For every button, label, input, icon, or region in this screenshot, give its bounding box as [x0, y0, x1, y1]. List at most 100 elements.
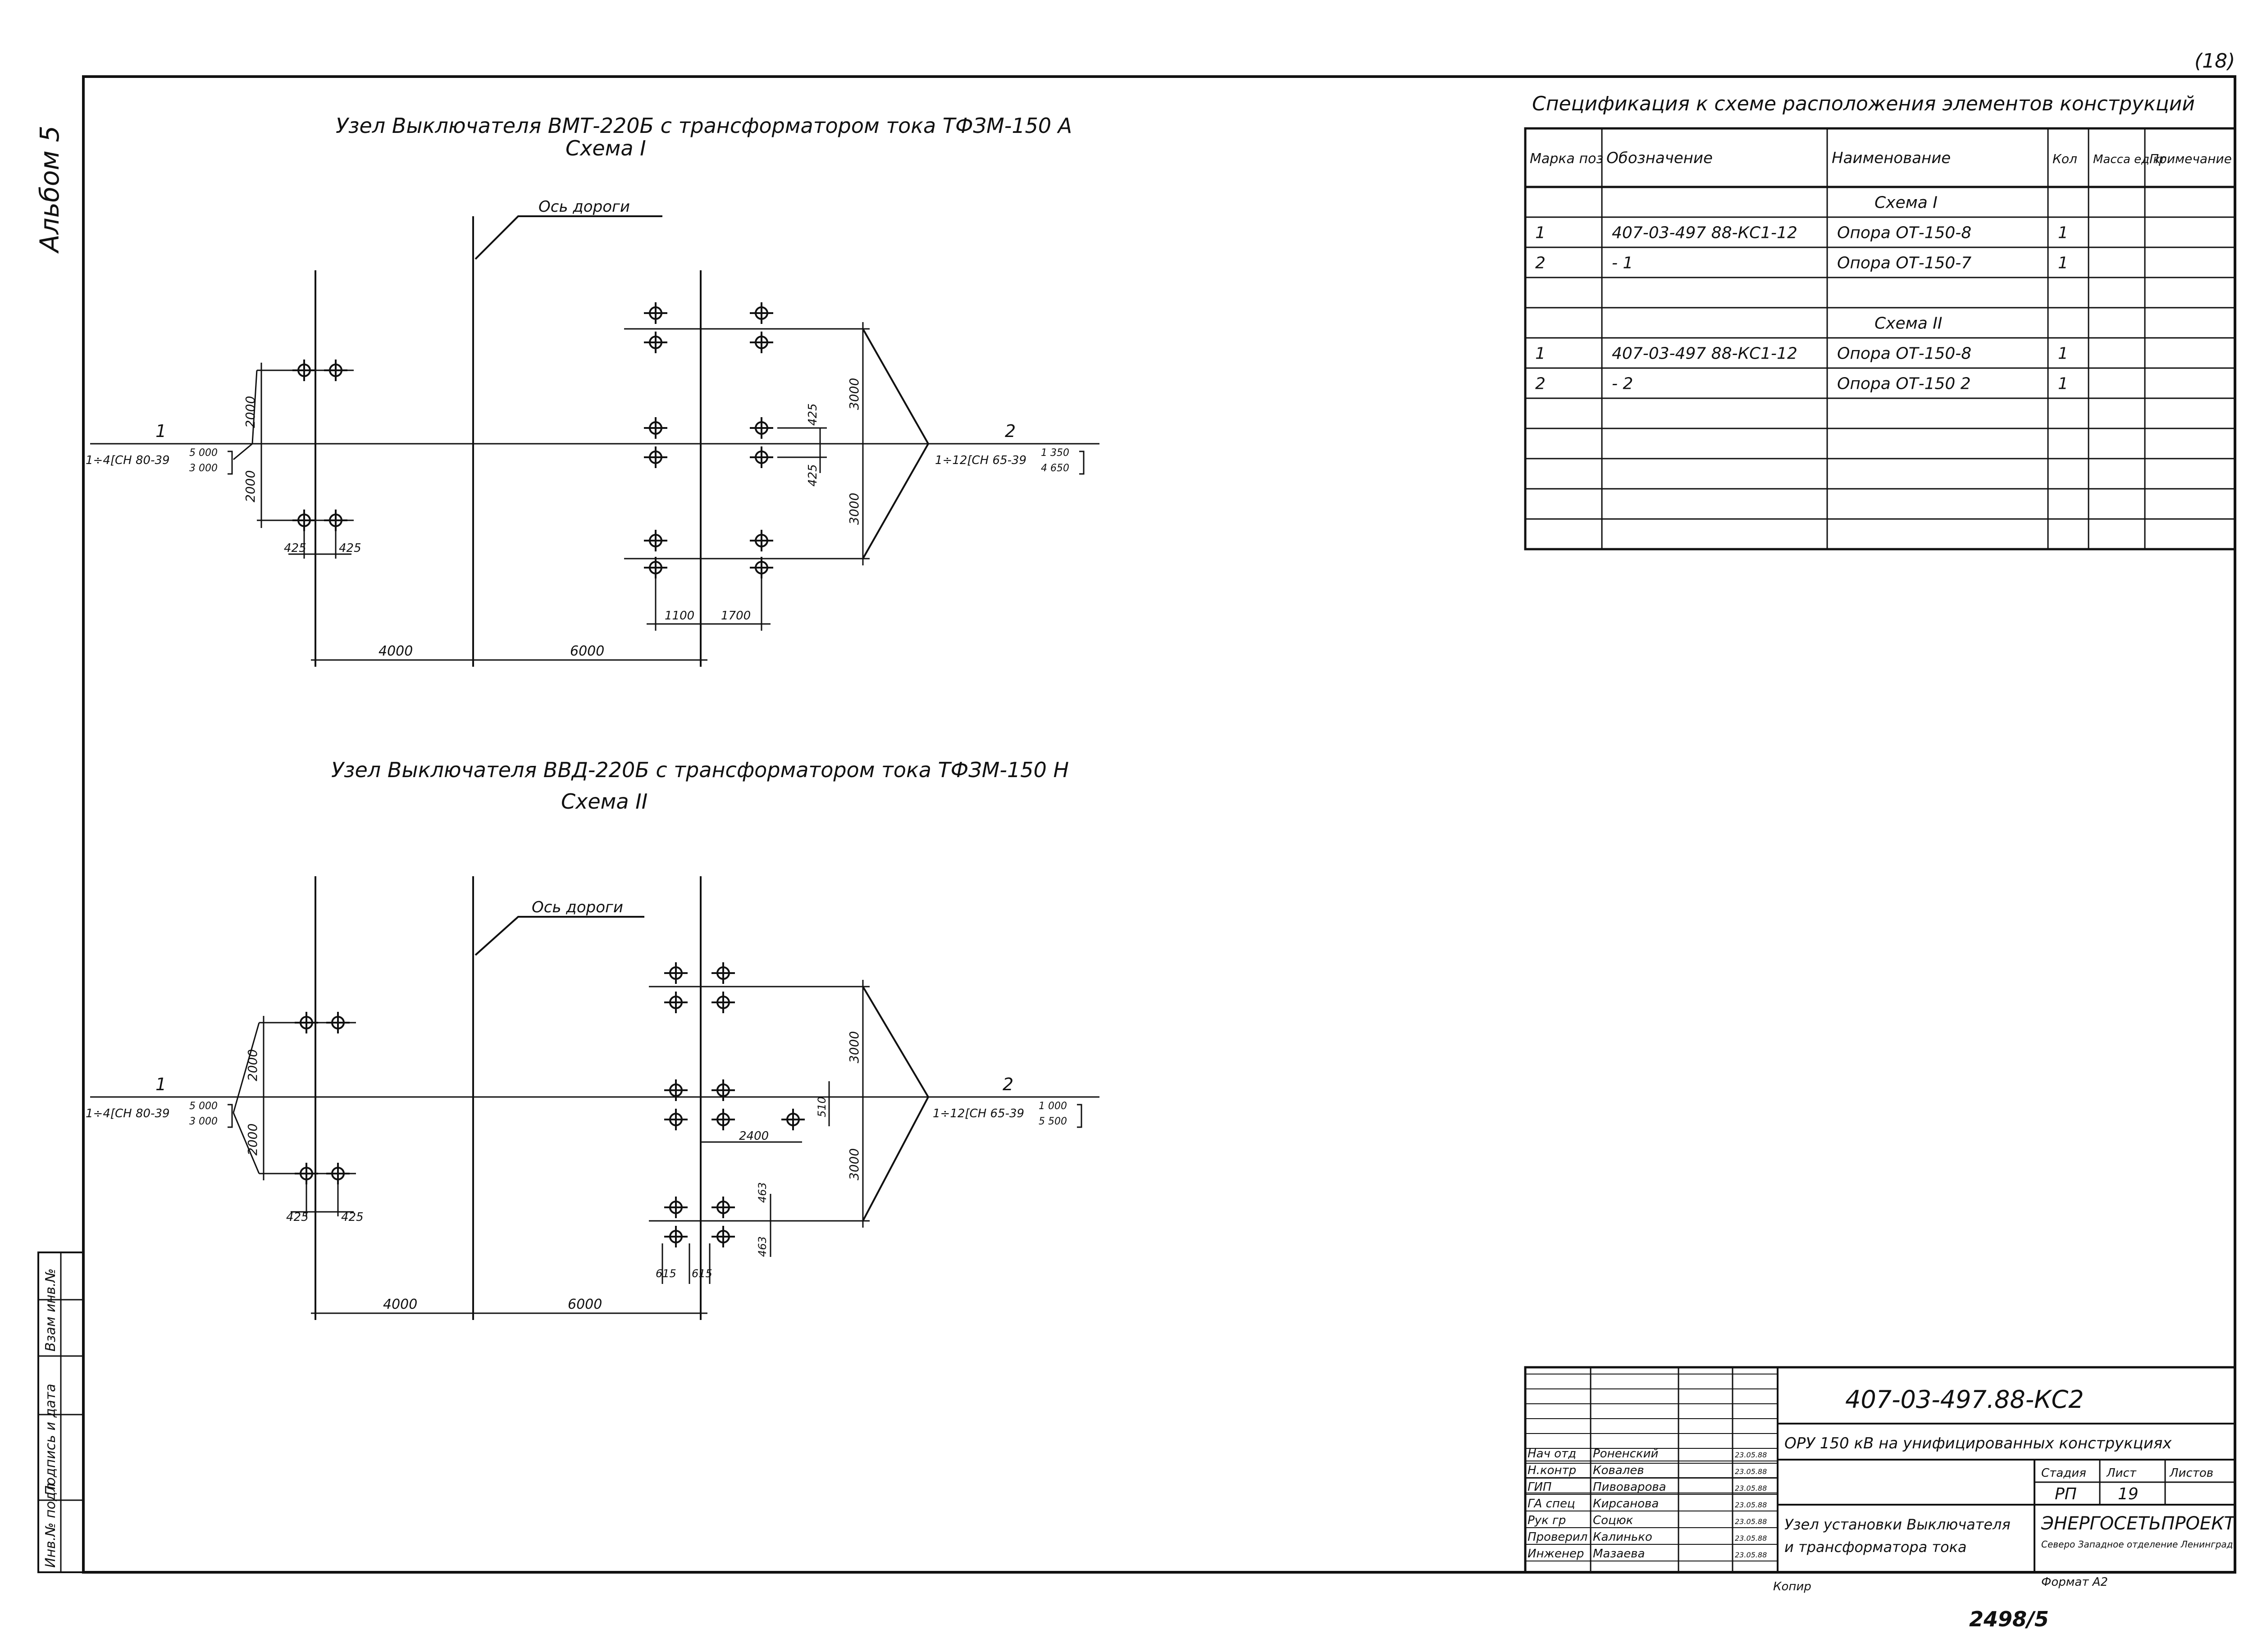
- mark-number: 2: [1005, 421, 1016, 441]
- drawing-frame: [82, 75, 2236, 1574]
- sheet-mark: (18): [2194, 50, 2235, 73]
- support-marker: [750, 417, 773, 439]
- support-marker: [711, 962, 735, 984]
- support-marker: [664, 962, 688, 984]
- mark-elev-bot: 5 500: [1039, 1116, 1067, 1127]
- support-marker: [711, 1226, 735, 1247]
- dim-text: 425: [339, 542, 361, 555]
- stamp-person: Соцюк: [1593, 1514, 1633, 1527]
- dim-text: 425: [341, 1211, 364, 1224]
- dim-text: 3000: [847, 1148, 862, 1180]
- spec-cell: 1: [2058, 375, 2068, 393]
- road-axis-label: Ось дороги: [532, 898, 623, 916]
- stamp-date: 23.05.88: [1735, 1451, 1767, 1459]
- spec-cell: 1: [1535, 224, 1546, 242]
- dim-text: 425: [806, 464, 820, 487]
- stamp-sheet-label: Лист: [2106, 1466, 2137, 1480]
- support-marker: [750, 302, 773, 324]
- spec-cell: 2: [1535, 254, 1546, 273]
- stamp-role: Проверил: [1528, 1530, 1587, 1544]
- mark-number: 2: [1003, 1074, 1013, 1094]
- stamp-role: Нач отд: [1528, 1447, 1576, 1461]
- support-marker: [781, 1109, 805, 1130]
- road-axis-label: Ось дороги: [538, 198, 630, 216]
- stamp-org: ЭНЕРГОСЕТЬПРОЕКТ: [2041, 1513, 2237, 1534]
- stamp-person: Кирсанова: [1593, 1497, 1659, 1511]
- spec-cell: 407-03-497 88-КС1-12: [1612, 224, 1797, 242]
- dim-text: 6000: [568, 1297, 602, 1312]
- scheme-1: Узел Выключателя ВМТ-220Б с трансформато…: [86, 114, 1099, 667]
- support-group-right: [644, 302, 773, 578]
- spec-cell: Опора ОТ-150 2: [1837, 375, 1971, 393]
- spec-cell: 407-03-497 88-КС1-12: [1612, 345, 1797, 363]
- support-marker: [711, 1109, 735, 1130]
- spec-header-cell: Марка поз: [1530, 151, 1603, 167]
- support-marker: [664, 1226, 688, 1247]
- stamp-person: Калинько: [1593, 1530, 1652, 1544]
- mark-elev-bot: 4 650: [1041, 463, 1069, 474]
- mark-elev-top: 1 350: [1041, 447, 1069, 459]
- scheme-2-subtitle: Схема II: [561, 789, 648, 814]
- support-marker: [750, 446, 773, 468]
- stamp-role: ГИП: [1528, 1480, 1552, 1494]
- album-label: Альбом 5: [34, 126, 65, 254]
- spec-cell: Схема II: [1874, 314, 1943, 333]
- scheme-1-title: Узел Выключателя ВМТ-220Б с трансформато…: [336, 114, 1072, 138]
- stamp-copied: Копир: [1773, 1580, 1811, 1593]
- mark-elev-top: 5 000: [189, 447, 218, 459]
- dim-text: 4000: [383, 1297, 417, 1312]
- scheme-2-title: Узел Выключателя ВВД-220Б с трансформато…: [331, 758, 1069, 782]
- spec-cell: Опора ОТ-150-8: [1837, 224, 1971, 242]
- spec-title: Спецификация к схеме расположения элемен…: [1532, 92, 2195, 115]
- stamp-sheet-title-2: и трансформатора тока: [1784, 1538, 1967, 1556]
- spec-cell: - 1: [1612, 254, 1633, 273]
- support-marker: [644, 332, 667, 353]
- stamp-role: Рук гр: [1528, 1514, 1566, 1527]
- stamp-date: 23.05.88: [1735, 1534, 1767, 1543]
- stamp-date: 23.05.88: [1735, 1517, 1767, 1526]
- spec-cell: 1: [2058, 224, 2068, 242]
- stamp-date: 23.05.88: [1735, 1551, 1767, 1559]
- stamp-sheets-label: Листов: [2169, 1466, 2213, 1480]
- support-marker: [711, 1079, 735, 1101]
- stamp-person: Роненский: [1593, 1447, 1658, 1461]
- spec-header-cell: Кол: [2052, 151, 2077, 166]
- dim-text: 463: [756, 1182, 769, 1203]
- stamp-role: Инженер: [1528, 1547, 1584, 1561]
- dim-text: 3000: [847, 493, 862, 525]
- dim-text: 2400: [739, 1129, 769, 1143]
- support-marker: [644, 446, 667, 468]
- spec-cell: Схема I: [1874, 194, 1938, 212]
- support-marker: [664, 1079, 688, 1101]
- spec-cell: 1: [2058, 254, 2068, 273]
- dim-text: 3000: [847, 378, 862, 410]
- mark-number: 1: [155, 421, 166, 441]
- stamp-role: ГА спец: [1528, 1497, 1575, 1511]
- stamp-date: 23.05.88: [1735, 1484, 1767, 1493]
- dim-text: 1700: [721, 609, 751, 623]
- dim-text: 425: [284, 542, 306, 555]
- spec-header-cell: Масса ед кг: [2093, 153, 2166, 166]
- stamp-role: Н.контр: [1528, 1464, 1576, 1477]
- stamp-sheet-title-1: Узел установки Выключателя: [1784, 1516, 2011, 1533]
- dim-text: 425: [806, 403, 820, 426]
- support-marker: [644, 417, 667, 439]
- spec-header-cell: Обозначение: [1606, 149, 1713, 167]
- spec-cell: 2: [1535, 375, 1546, 393]
- spec-table: Спецификация к схеме расположения элемен…: [1524, 92, 2236, 551]
- stamp-org-sub: Северо Западное отделение Ленинград: [2041, 1539, 2233, 1550]
- stamp-person: Пивоварова: [1593, 1480, 1666, 1494]
- stamp-person: Ковалев: [1593, 1464, 1644, 1477]
- mark-elev-top: 5 000: [189, 1101, 218, 1112]
- spec-cell: 1: [1535, 345, 1546, 363]
- support-marker: [664, 992, 688, 1013]
- support-group-left: [292, 360, 347, 531]
- dim-text: 2000: [245, 1124, 260, 1156]
- stamp-stage-label: Стадия: [2041, 1466, 2086, 1480]
- road-axis-leader: [474, 215, 662, 260]
- stamp-format: Формат А2: [2041, 1575, 2108, 1589]
- stamp-code: 407-03-497.88-КС2: [1845, 1385, 2084, 1414]
- spec-cell: Опора ОТ-150-8: [1837, 345, 1971, 363]
